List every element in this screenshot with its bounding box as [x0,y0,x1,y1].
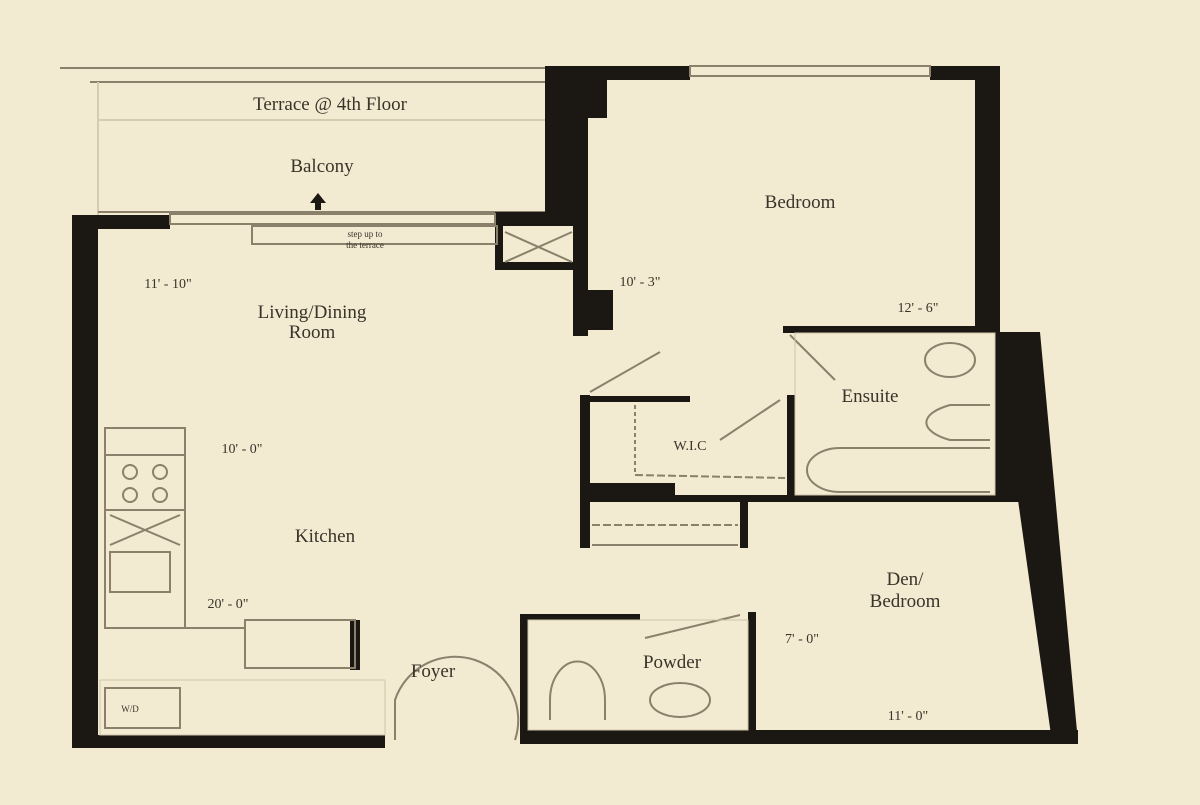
balcony-label: Balcony [290,156,354,177]
walls [72,66,1078,748]
dim-den-width: 7' - 0" [785,632,819,647]
living-label: Living/Dining [258,302,367,323]
dim-bedroom-length: 12' - 6" [898,301,939,316]
kitchen-counter [104,427,356,669]
closet-x [504,231,573,263]
burner-icon [122,464,138,480]
step-note: the terrace [346,240,384,250]
terrace-label: Terrace @ 4th Floor [253,94,408,115]
dim-bedroom-width: 10' - 3" [620,275,661,290]
foyer-label: Foyer [411,661,456,682]
sink-icon [649,682,711,718]
ensuite-fixtures [794,332,996,496]
toilet-icon [549,660,606,720]
wic-label: W.I.C [674,439,707,454]
powder-label: Powder [643,652,702,673]
den-label: Bedroom [870,591,941,612]
powder-fixtures [527,619,749,731]
step-note: step up to [348,229,383,239]
dim-living-length: 20' - 0" [208,597,249,612]
ensuite-label: Ensuite [842,386,899,407]
sink-icon [924,342,976,378]
sink-icon [109,551,171,593]
bathtub-icon [806,447,990,493]
wd-label: W/D [121,704,139,714]
terrace-outline [60,67,548,215]
kitchen-label: Kitchen [295,526,356,547]
dim-living-width: 11' - 10" [144,277,191,292]
laundry [99,679,386,736]
doors [394,334,836,741]
dim-den-length: 11' - 0" [888,709,928,724]
bedroom-label: Bedroom [765,192,836,213]
wic-shelf [592,405,786,546]
den-label: Den/ [887,569,925,590]
step-up [251,225,498,245]
arrow-up-icon [310,193,326,210]
living-label: Room [289,322,336,343]
windows [169,65,931,225]
dim-kitchen-width: 10' - 0" [222,442,263,457]
